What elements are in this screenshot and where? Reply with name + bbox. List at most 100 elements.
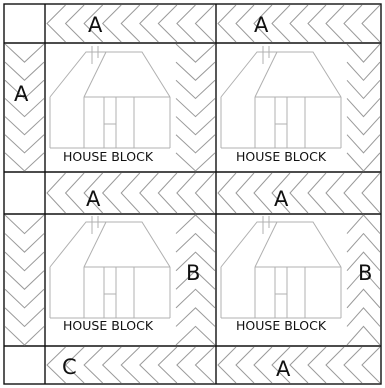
goose-triangle [308, 173, 326, 213]
goose-triangle [176, 234, 215, 253]
goose-triangle [5, 234, 44, 253]
house-roof [221, 222, 341, 267]
label-top-left-strip: A [88, 13, 103, 37]
goose-triangle [347, 308, 380, 327]
goose-triangle [195, 347, 214, 383]
goose-triangle [176, 153, 215, 171]
goose-triangle [158, 5, 177, 42]
goose-triangle [362, 5, 380, 42]
label-bottom-left-strip: C [62, 355, 77, 379]
goose-triangle [344, 173, 362, 213]
goose-triangle [5, 326, 44, 345]
goose-triangle [326, 173, 344, 213]
goose-triangle [176, 308, 215, 327]
goose-triangle [347, 135, 380, 153]
goose-triangle [176, 98, 215, 116]
goose-triangle [5, 62, 44, 80]
goose-triangle [176, 62, 215, 80]
goose-triangle [176, 117, 215, 135]
goose-triangle [344, 347, 362, 383]
goose-triangle [176, 135, 215, 153]
goose-triangle [47, 5, 66, 42]
goose-triangle [236, 173, 254, 213]
house-block-label: HOUSE BLOCK [63, 318, 154, 333]
goose-triangle [103, 347, 122, 383]
goose-triangle [347, 289, 380, 308]
goose-triangle [236, 347, 254, 383]
goose-triangle [177, 173, 196, 213]
goose-triangle [347, 44, 380, 62]
goose-triangle [344, 5, 362, 42]
label-left-strip-upper: A [14, 82, 29, 106]
goose-triangle [195, 5, 214, 42]
goose-triangle [347, 215, 380, 234]
goose-triangle [176, 326, 215, 345]
goose-triangle [176, 289, 215, 308]
goose-triangle [218, 5, 236, 42]
goose-triangle [158, 173, 177, 213]
goose-triangle [66, 5, 85, 42]
goose-triangle [308, 5, 326, 42]
goose-triangle [5, 289, 44, 308]
goose-triangle [5, 117, 44, 135]
goose-triangle [5, 308, 44, 327]
goose-triangle [177, 5, 196, 42]
house-roof [50, 222, 170, 267]
goose-triangle [347, 62, 380, 80]
goose-triangle [290, 173, 308, 213]
goose-triangle [121, 5, 140, 42]
label-bottom-right-strip: A [276, 357, 291, 381]
goose-triangle [66, 173, 85, 213]
label-right-strip-lower: B [358, 261, 372, 285]
label-middle-right-strip: A [274, 187, 289, 211]
house-roof-line [255, 52, 277, 97]
goose-triangle [176, 80, 215, 98]
house-roof [221, 52, 341, 97]
goose-triangle [158, 347, 177, 383]
goose-triangle [362, 347, 380, 383]
goose-triangle [326, 5, 344, 42]
goose-triangle [103, 173, 122, 213]
goose-triangle [5, 135, 44, 153]
goose-triangle [347, 98, 380, 116]
label-middle-left-strip: A [86, 187, 101, 211]
goose-triangle [121, 347, 140, 383]
goose-triangle [308, 347, 326, 383]
goose-triangle [121, 173, 140, 213]
goose-triangle [272, 5, 290, 42]
goose-triangle [326, 347, 344, 383]
goose-triangle [347, 234, 380, 253]
goose-triangle [140, 173, 159, 213]
goose-triangle [5, 252, 44, 271]
goose-triangle [347, 80, 380, 98]
house-block-label: HOUSE BLOCK [236, 318, 327, 333]
goose-triangle [290, 347, 308, 383]
goose-triangle [218, 173, 236, 213]
goose-triangle [176, 44, 215, 62]
house-block-label: HOUSE BLOCK [63, 149, 154, 164]
label-top-right-strip: A [254, 13, 269, 37]
goose-triangle [47, 173, 66, 213]
goose-triangle [347, 153, 380, 171]
goose-triangle [5, 215, 44, 234]
goose-triangle [176, 215, 215, 234]
house-roof-line [84, 52, 106, 97]
goose-triangle [218, 347, 236, 383]
goose-triangle [195, 173, 214, 213]
house-block-label: HOUSE BLOCK [236, 149, 327, 164]
house-roof-line [255, 222, 277, 267]
goose-triangle [236, 5, 254, 42]
goose-triangle [362, 173, 380, 213]
goose-triangle [5, 271, 44, 290]
house-roof-line [84, 222, 106, 267]
goose-triangle [177, 347, 196, 383]
goose-triangle [5, 153, 44, 171]
goose-triangle [347, 326, 380, 345]
goose-triangle [5, 44, 44, 62]
goose-triangle [254, 347, 272, 383]
goose-triangle [347, 117, 380, 135]
goose-triangle [84, 347, 103, 383]
goose-triangle [140, 347, 159, 383]
